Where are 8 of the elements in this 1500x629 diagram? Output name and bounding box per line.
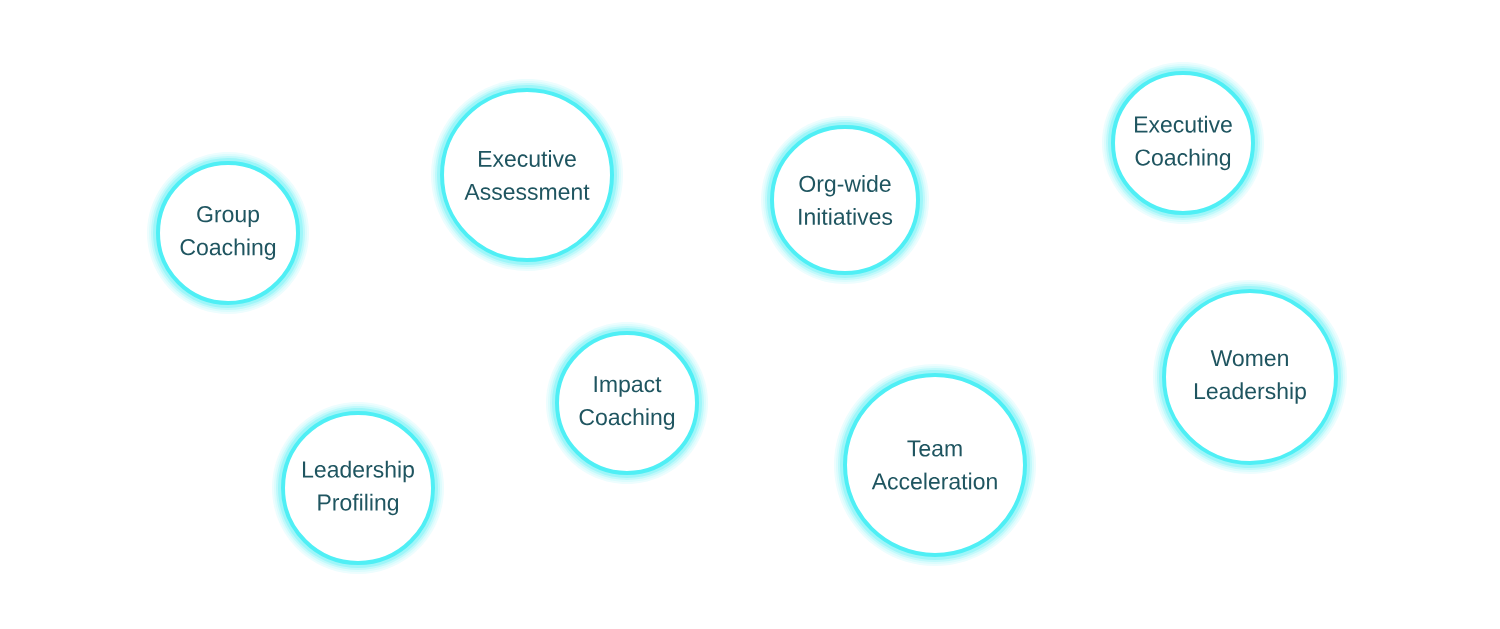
circle-node: Executive Coaching: [1102, 62, 1264, 224]
circle-node: Leadership Profiling: [272, 402, 444, 574]
circle-node: Org-wide Initiatives: [761, 116, 929, 284]
circle-node: Impact Coaching: [546, 322, 708, 484]
circle-node: Executive Assessment: [431, 79, 623, 271]
circle-node: Women Leadership: [1153, 280, 1347, 474]
circle-node: Team Acceleration: [834, 364, 1036, 566]
circle-node: Group Coaching: [147, 152, 309, 314]
